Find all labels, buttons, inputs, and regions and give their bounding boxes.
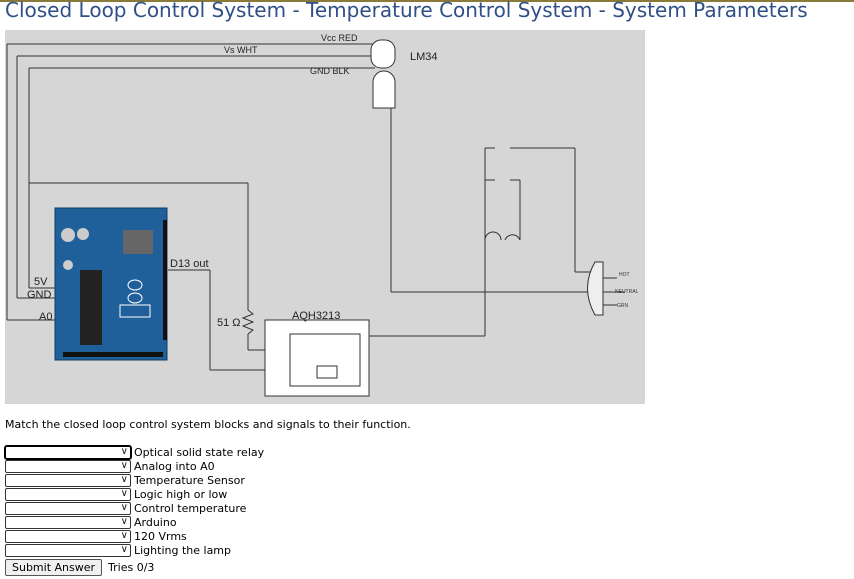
match-row: ∨ Arduino — [5, 515, 264, 529]
match-select-4[interactable]: ∨ — [5, 487, 131, 501]
label-lm34: LM34 — [410, 51, 438, 63]
submit-area: Submit Answer Tries 0/3 — [5, 559, 154, 576]
match-label-6: Arduino — [134, 515, 177, 529]
label-gnd: GND — [27, 289, 52, 301]
top-rule — [0, 0, 854, 2]
label-neutral: NEUTRAL — [615, 289, 639, 295]
label-grn: GRN — [617, 303, 629, 309]
match-label-2: Analog into A0 — [134, 459, 215, 473]
page-title: Closed Loop Control System - Temperature… — [5, 0, 808, 22]
match-select-3[interactable]: ∨ — [5, 473, 131, 487]
submit-answer-button[interactable]: Submit Answer — [5, 559, 103, 576]
label-vs-wht: Vs WHT — [224, 45, 258, 55]
match-select-6[interactable]: ∨ — [5, 515, 131, 529]
relay-package — [264, 319, 370, 397]
match-label-3: Temperature Sensor — [134, 473, 245, 487]
schematic-diagram: Vcc RED Vs WHT GND BLK LM34 D13 out 5V G… — [5, 30, 645, 404]
match-label-7: 120 Vrms — [134, 529, 187, 543]
chevron-down-icon: ∨ — [120, 445, 128, 457]
match-select-7[interactable]: ∨ — [5, 529, 131, 543]
label-hot: HOT — [619, 272, 630, 278]
chevron-down-icon: ∨ — [120, 529, 128, 541]
match-select-2[interactable]: ∨ — [5, 459, 131, 473]
label-a0: A0 — [39, 311, 52, 323]
match-label-4: Logic high or low — [134, 487, 228, 501]
tries-counter: Tries 0/3 — [108, 561, 155, 574]
chevron-down-icon: ∨ — [120, 473, 128, 485]
match-label-1: Optical solid state relay — [134, 445, 265, 459]
match-select-1[interactable]: ∨ — [4, 444, 132, 460]
instructions: Match the closed loop control system blo… — [5, 418, 411, 431]
match-row: ∨ Optical solid state relay — [4, 444, 265, 460]
label-vcc-red: Vcc RED — [321, 33, 358, 43]
match-list: ∨ Optical solid state relay ∨ Analog int… — [4, 444, 265, 557]
label-resistor: 51 Ω — [217, 317, 241, 329]
label-gnd-blk: GND BLK — [310, 66, 350, 76]
chevron-down-icon: ∨ — [120, 501, 128, 513]
label-d13-out: D13 out — [170, 258, 209, 270]
match-select-8[interactable]: ∨ — [5, 543, 131, 557]
match-select-5[interactable]: ∨ — [5, 501, 131, 515]
chevron-down-icon: ∨ — [120, 459, 128, 471]
match-row: ∨ Control temperature — [5, 501, 264, 515]
chevron-down-icon: ∨ — [120, 543, 128, 555]
match-row: ∨ Temperature Sensor — [5, 473, 264, 487]
label-aqh3213: AQH3213 — [292, 310, 340, 322]
match-row: ∨ Analog into A0 — [5, 459, 264, 473]
chevron-down-icon: ∨ — [120, 487, 128, 499]
chevron-down-icon: ∨ — [120, 515, 128, 527]
match-row: ∨ Lighting the lamp — [5, 543, 264, 557]
match-label-8: Lighting the lamp — [134, 543, 232, 557]
match-row: ∨ Logic high or low — [5, 487, 264, 501]
label-5v: 5V — [34, 276, 48, 288]
match-label-5: Control temperature — [134, 501, 247, 515]
match-row: ∨ 120 Vrms — [5, 529, 264, 543]
arduino-board — [54, 207, 168, 361]
